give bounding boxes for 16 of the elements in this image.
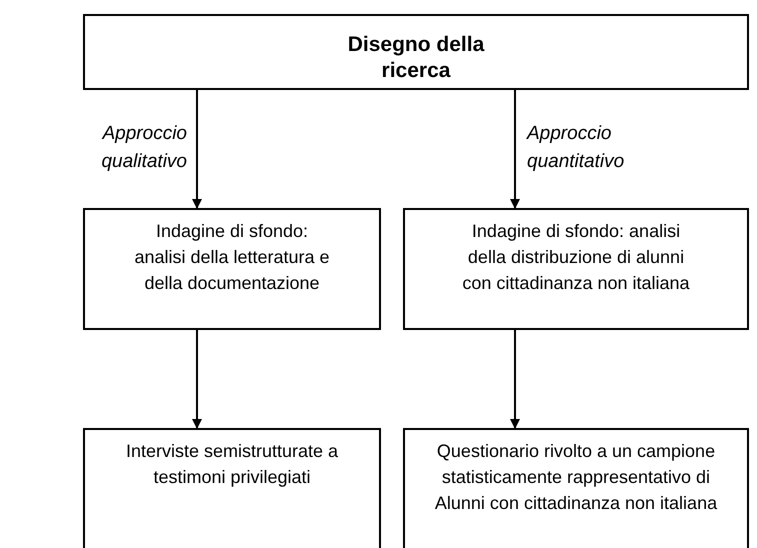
arrow <box>192 330 202 429</box>
edge-label: Approccio qualitativo <box>100 122 187 174</box>
process-box <box>403 428 749 548</box>
arrow <box>192 90 202 209</box>
arrow <box>510 330 520 429</box>
box-text: Questionario rivolto a un campione statisticamente rappresentativo di Alunni con cittadinanza non italiana <box>434 440 718 515</box>
box-text: Indagine di sfondo: analisi della letteratura e della documentazione <box>133 220 331 295</box>
box-text: Interviste semistrutturate a testimoni privilegiati <box>124 440 340 489</box>
process-box <box>83 14 749 90</box>
process-box <box>83 428 381 548</box>
process-box <box>403 208 749 330</box>
arrow <box>510 90 520 209</box>
edge-label: Approccio quantitativo <box>527 122 626 174</box>
process-box <box>83 208 381 330</box>
box-text: Indagine di sfondo: analisi della distribuzione di alunni con cittadinanza non italiana <box>461 220 691 295</box>
box-text: Disegno della ricerca <box>346 32 486 84</box>
